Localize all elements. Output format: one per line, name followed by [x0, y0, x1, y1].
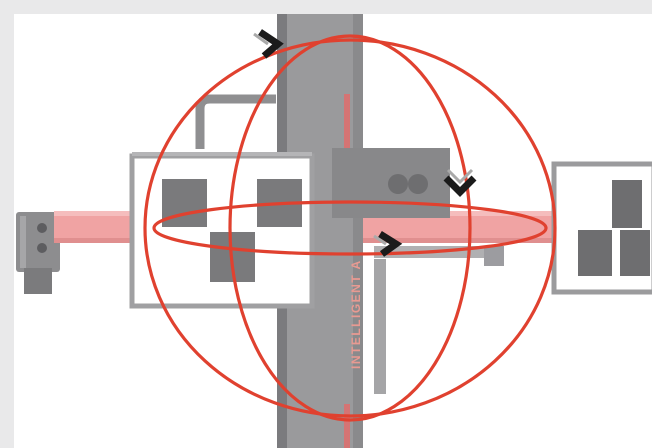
chevron-down-icon — [446, 170, 474, 192]
left-calibration-target — [132, 152, 312, 306]
adas-calibration-rig-illustration: INTELLIGENT A — [14, 14, 652, 448]
right-calibration-target — [554, 164, 652, 292]
mast-label: INTELLIGENT A — [349, 259, 363, 369]
camera-bracket — [16, 212, 60, 294]
